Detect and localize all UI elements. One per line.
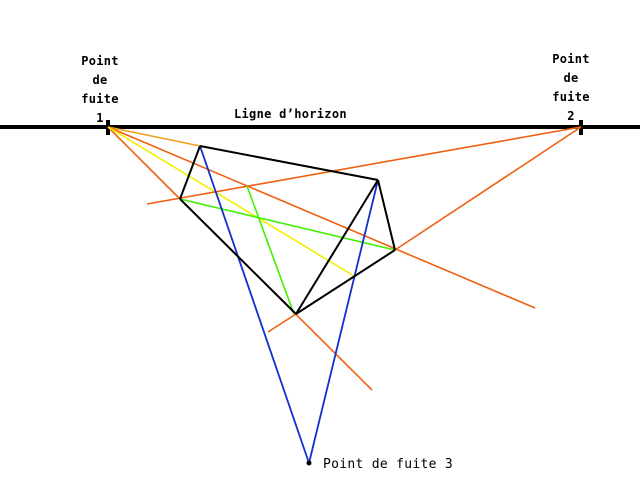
vp1-line-long	[107, 126, 536, 309]
diagonal-green-2	[246, 185, 295, 315]
vp2-label-line: 2	[567, 109, 575, 123]
vp1-line-top	[107, 126, 201, 147]
diagonal-green-1	[179, 198, 396, 251]
vp1-line-left	[107, 126, 181, 200]
vp2-line-left	[146, 126, 582, 205]
vp2-label-line: Point	[552, 52, 590, 66]
vp1-label-line: fuite	[81, 92, 119, 106]
vp2-label: Point de fuite 2	[541, 50, 601, 126]
vp1-label-line: 1	[96, 111, 104, 125]
horizon-label: Ligne d’horizon	[234, 107, 347, 121]
vp3-line-right	[308, 179, 379, 464]
vp1-label: Point de fuite 1	[70, 52, 130, 128]
vp2-line-extension	[267, 313, 297, 333]
vp1-line-yellow	[107, 126, 355, 277]
vp3-label: Point de fuite 3	[323, 457, 454, 472]
vp2-label-line: fuite	[552, 90, 590, 104]
vp2-label-line: de	[563, 71, 579, 85]
vp2-line-down	[394, 126, 582, 251]
box-edges	[179, 145, 396, 315]
vp3-point	[306, 460, 312, 466]
vp3-line-left	[199, 145, 310, 464]
vp1-label-line: Point	[81, 54, 119, 68]
vp1-label-line: de	[92, 73, 108, 87]
